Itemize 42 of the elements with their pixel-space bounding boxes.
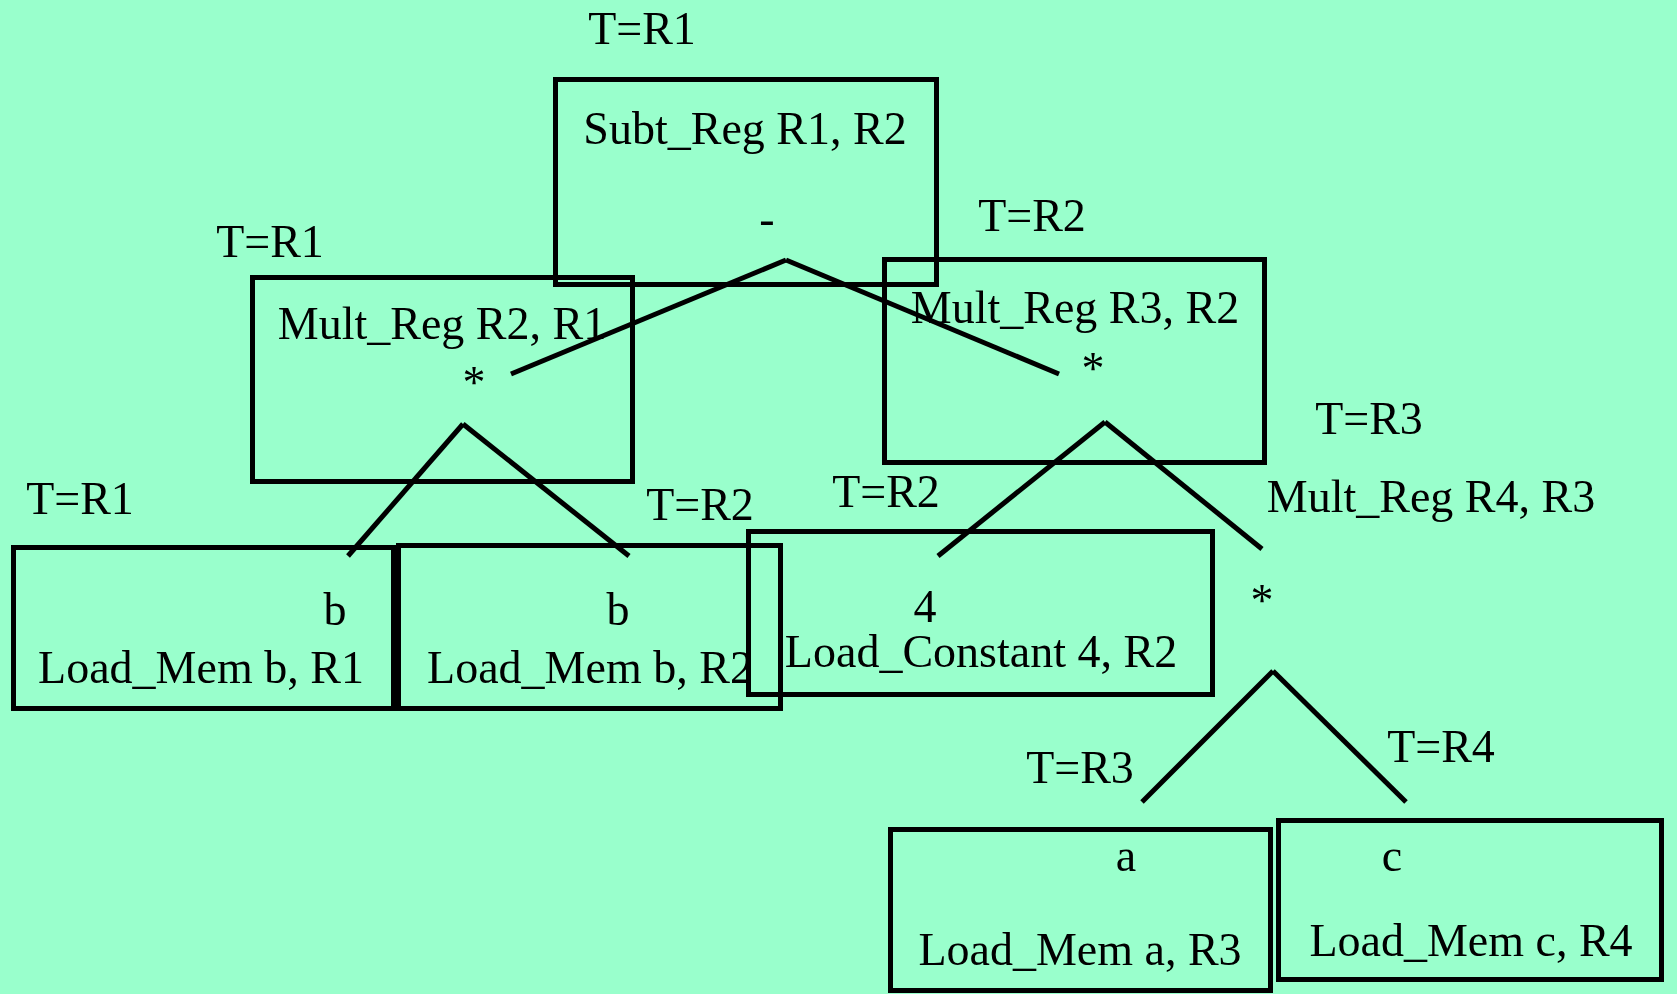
operator-symbol: *	[462, 360, 486, 406]
instruction-label: Load_Mem a, R3	[918, 927, 1242, 973]
instruction-label: Load_Mem b, R1	[38, 645, 364, 691]
operator-symbol: *	[1081, 346, 1105, 392]
instruction-box	[888, 827, 1273, 993]
instruction-box	[396, 543, 783, 711]
operator-symbol: *	[1250, 578, 1274, 624]
register-annotation: T=R2	[832, 469, 940, 515]
instruction-box	[11, 545, 396, 711]
operand-label: c	[1381, 833, 1403, 879]
instruction-label: Load_Constant 4, R2	[784, 629, 1178, 675]
register-annotation: T=R1	[26, 476, 134, 522]
register-annotation: T=R4	[1387, 724, 1495, 770]
instruction-label: Mult_Reg R3, R2	[910, 285, 1240, 331]
tree-edge	[785, 257, 1060, 377]
tree-edge	[1271, 669, 1408, 804]
instruction-label: Subt_Reg R1, R2	[583, 106, 907, 152]
instruction-box	[250, 275, 635, 484]
operator-symbol: -	[759, 196, 775, 242]
tree-edge	[1103, 420, 1264, 551]
operand-label: a	[1115, 833, 1137, 879]
register-annotation: T=R2	[978, 193, 1086, 239]
register-annotation: T=R2	[646, 482, 754, 528]
instruction-label: Mult_Reg R2, R1	[277, 301, 607, 347]
instruction-box	[1276, 818, 1664, 982]
operand-label: 4	[913, 584, 937, 630]
tree-edge	[510, 257, 787, 377]
instruction-box	[746, 529, 1215, 697]
instruction-label: Mult_Reg R4, R3	[1266, 474, 1596, 520]
register-annotation: T=R3	[1026, 745, 1134, 791]
operand-label: b	[323, 587, 347, 633]
tree-edge	[936, 420, 1107, 558]
tree-edge	[461, 422, 631, 558]
instruction-label: Load_Mem c, R4	[1309, 918, 1633, 964]
register-annotation: T=R3	[1315, 396, 1423, 442]
tree-edge	[1140, 669, 1275, 804]
instruction-box	[553, 77, 939, 287]
tree-edge	[346, 422, 465, 558]
register-annotation: T=R1	[588, 6, 696, 52]
operand-label: b	[606, 587, 630, 633]
register-annotation: T=R1	[216, 219, 324, 265]
instruction-box	[882, 257, 1267, 465]
